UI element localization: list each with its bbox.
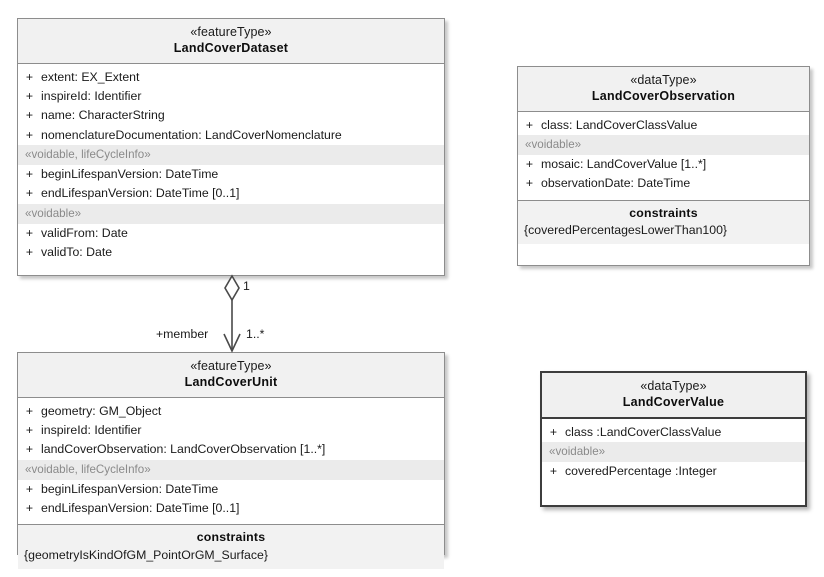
attribute-text: mosaic: LandCoverValue [1..*] [541,156,707,171]
visibility-marker: + [25,481,34,496]
visibility-marker: + [25,127,34,142]
attribute-row: + mosaic: LandCoverValue [1..*] [518,155,809,174]
class-box-land-cover-unit[interactable]: «featureType» LandCoverUnit + geometry: … [17,352,445,569]
class-name: LandCoverObservation [591,88,736,103]
visibility-marker: + [25,403,34,418]
attribute-text: inspireId: Identifier [41,88,142,103]
attribute-row: + class: LandCoverClassValue [518,116,809,135]
class-box-land-cover-value[interactable]: «dataType» LandCoverValue + class :LandC… [540,371,807,507]
class-stereotype: «dataType» [640,379,707,393]
attributes-compartment: + extent: EX_Extent + inspireId: Identif… [18,64,444,146]
lifecycle-attributes-compartment: + beginLifespanVersion: DateTime + endLi… [18,480,444,525]
constraints-compartment: constraints {coveredPercentagesLowerThan… [518,199,809,244]
attribute-text: landCoverObservation: LandCoverObservati… [41,442,326,457]
attribute-row: + extent: EX_Extent [18,68,444,87]
visibility-marker: + [549,463,558,478]
attribute-row: + inspireId: Identifier [18,421,444,440]
attribute-text: geometry: GM_Object [41,403,162,418]
attribute-row: + landCoverObservation: LandCoverObserva… [18,440,444,459]
attribute-row: + nomenclatureDocumentation: LandCoverNo… [18,126,444,145]
attribute-row: + coveredPercentage :Integer [542,462,805,481]
visibility-marker: + [525,156,534,171]
attribute-row: + beginLifespanVersion: DateTime [18,165,444,184]
visibility-marker: + [25,442,34,457]
attribute-row: + endLifespanVersion: DateTime [0..1] [18,184,444,203]
attribute-text: observationDate: DateTime [541,176,691,191]
attribute-text: nomenclatureDocumentation: LandCoverNome… [41,127,342,142]
attribute-text: coveredPercentage :Integer [565,463,717,478]
group-label-voidable-lifecycleinfo: «voidable, lifeCycleInfo» [18,145,444,165]
attributes-compartment: + class: LandCoverClassValue [518,112,809,135]
class-header-land-cover-unit: «featureType» LandCoverUnit [18,353,444,398]
visibility-marker: + [25,225,34,240]
class-name: LandCoverValue [622,394,725,409]
attribute-text: inspireId: Identifier [41,422,142,437]
attribute-text: name: CharacterString [41,108,165,123]
attribute-row: + validFrom: Date [18,224,444,243]
attribute-text: endLifespanVersion: DateTime [0..1] [41,186,240,201]
attribute-text: class :LandCoverClassValue [565,424,722,439]
target-multiplicity-label: 1..* [246,327,265,341]
constraints-title: constraints [629,205,698,220]
voidable-attributes-compartment: + coveredPercentage :Integer [542,462,805,487]
visibility-marker: + [25,422,34,437]
attribute-row: + beginLifespanVersion: DateTime [18,480,444,499]
visibility-marker: + [525,176,534,191]
group-label-voidable: «voidable» [542,441,805,462]
attribute-row: + observationDate: DateTime [518,174,809,193]
constraints-title: constraints [196,530,266,545]
attribute-text: class: LandCoverClassValue [541,117,698,132]
class-header-land-cover-dataset: «featureType» LandCoverDataset [18,19,444,64]
attribute-text: validFrom: Date [41,225,128,240]
class-header-land-cover-observation: «dataType» LandCoverObservation [518,67,809,112]
association-role-label: +member [156,327,209,341]
visibility-marker: + [25,500,34,515]
constraints-compartment: constraints {geometryIsKindOfGM_PointOrG… [18,524,444,569]
visibility-marker: + [25,244,34,259]
aggregation-diamond-icon [224,274,240,302]
attribute-text: beginLifespanVersion: DateTime [41,166,219,181]
class-name: LandCoverDataset [173,40,289,55]
class-header-land-cover-value: «dataType» LandCoverValue [542,373,805,419]
attribute-text: endLifespanVersion: DateTime [0..1] [41,500,240,515]
visibility-marker: + [25,69,34,84]
attribute-row: + validTo: Date [18,243,444,262]
voidable-attributes-compartment: + mosaic: LandCoverValue [1..*] + observ… [518,155,809,200]
attribute-row: + geometry: GM_Object [18,402,444,421]
attribute-row: + inspireId: Identifier [18,87,444,106]
attribute-row: + name: CharacterString [18,106,444,125]
attribute-row: + endLifespanVersion: DateTime [0..1] [18,499,444,518]
class-stereotype: «dataType» [630,73,697,87]
class-box-land-cover-observation[interactable]: «dataType» LandCoverObservation + class:… [517,66,810,266]
attribute-text: validTo: Date [41,244,113,259]
voidable-attributes-compartment: + validFrom: Date + validTo: Date [18,224,444,263]
group-label-voidable: «voidable» [18,203,444,224]
lifecycle-attributes-compartment: + beginLifespanVersion: DateTime + endLi… [18,165,444,204]
visibility-marker: + [25,108,34,123]
group-label-voidable-lifecycleinfo: «voidable, lifeCycleInfo» [18,459,444,480]
group-label-voidable: «voidable» [518,134,809,155]
attributes-compartment: + geometry: GM_Object + inspireId: Ident… [18,398,444,460]
visibility-marker: + [25,88,34,103]
visibility-marker: + [525,117,534,132]
class-name: LandCoverUnit [184,374,278,389]
visibility-marker: + [25,186,34,201]
class-stereotype: «featureType» [190,359,272,373]
source-multiplicity-label: 1 [243,279,250,293]
attributes-compartment: + class :LandCoverClassValue [542,419,805,442]
constraints-body: {geometryIsKindOfGM_PointOrGM_Surface} [24,547,268,562]
class-stereotype: «featureType» [190,25,272,39]
attribute-text: extent: EX_Extent [41,69,140,84]
class-box-land-cover-dataset[interactable]: «featureType» LandCoverDataset + extent:… [17,18,445,276]
visibility-marker: + [25,166,34,181]
attribute-text: beginLifespanVersion: DateTime [41,481,219,496]
constraints-body: {coveredPercentagesLowerThan100} [524,222,728,237]
arrowhead-icon [223,333,241,353]
visibility-marker: + [549,424,558,439]
attribute-row: + class :LandCoverClassValue [542,423,805,442]
